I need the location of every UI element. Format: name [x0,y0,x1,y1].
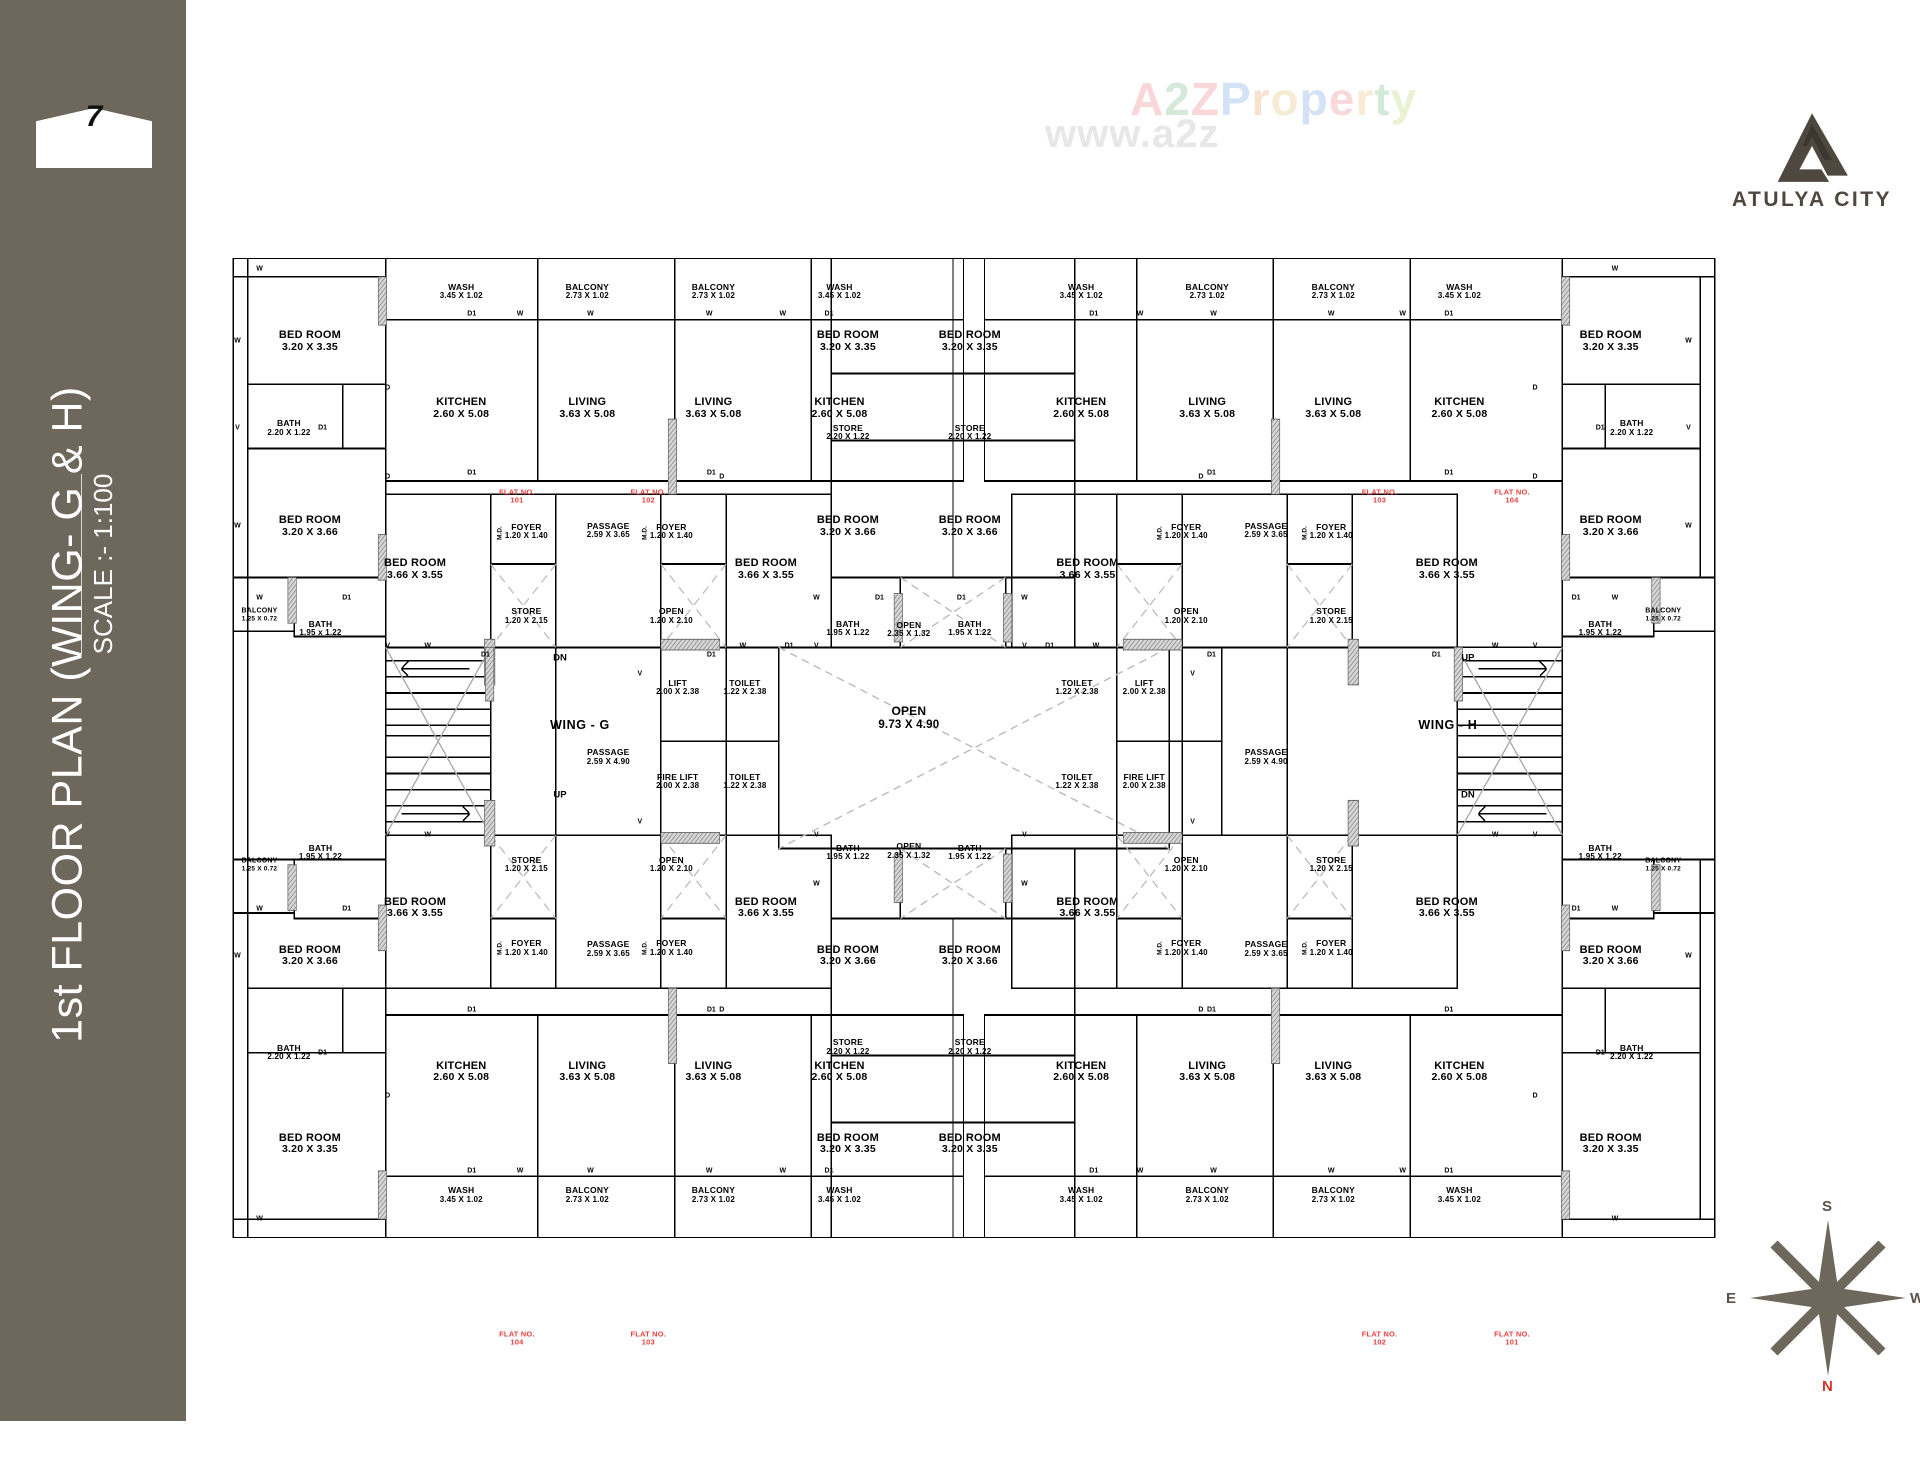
flat-number-label: FLAT NO.102 [1361,1329,1398,1347]
compass-label-left: E [1726,1290,1737,1307]
flat-number-caption: FLAT NO. [1361,1329,1398,1339]
flat-number-value: 102 [1373,1337,1387,1347]
page-number: 7 [85,100,103,133]
flat-number-caption: FLAT NO. [499,1329,535,1339]
compass-label-right: W [1910,1290,1920,1307]
scale-label: SCALE :- 1:100 [81,473,119,655]
flat-number-value: 104 [510,1337,524,1347]
flat-number-caption: FLAT NO. [1494,1329,1530,1339]
compass-rose: S E W N [1726,1198,1920,1395]
flat-number-label: FLAT NO.103 [630,1329,667,1347]
compass-star-icon [1750,1220,1906,1376]
compass-label-bottom: N [1822,1378,1833,1395]
watermark-url: www.a2z [1045,112,1220,156]
brand-name: ATULYA CITY [1731,188,1893,211]
flat-number-label: FLAT NO.101 [1494,1329,1530,1347]
page-number-badge: 7 [36,80,152,168]
compass-label-top: S [1822,1198,1833,1215]
sidebar: 7 1st FLOOR PLAN (WING- G & H) SCALE :- … [0,0,186,1421]
house-icon [36,108,152,168]
flat-number-value: 103 [641,1337,655,1347]
atulya-triangle-icon [1777,113,1848,182]
brand-logo: ATULYA CITY [1712,110,1912,212]
sidebar-scale-wrapper: SCALE :- 1:100 [81,284,119,844]
flat-number-label: FLAT NO.104 [499,1329,535,1347]
flat-number-caption: FLAT NO. [630,1329,667,1339]
flat-number-value: 101 [1505,1337,1519,1347]
plan-svg [232,258,1716,1238]
